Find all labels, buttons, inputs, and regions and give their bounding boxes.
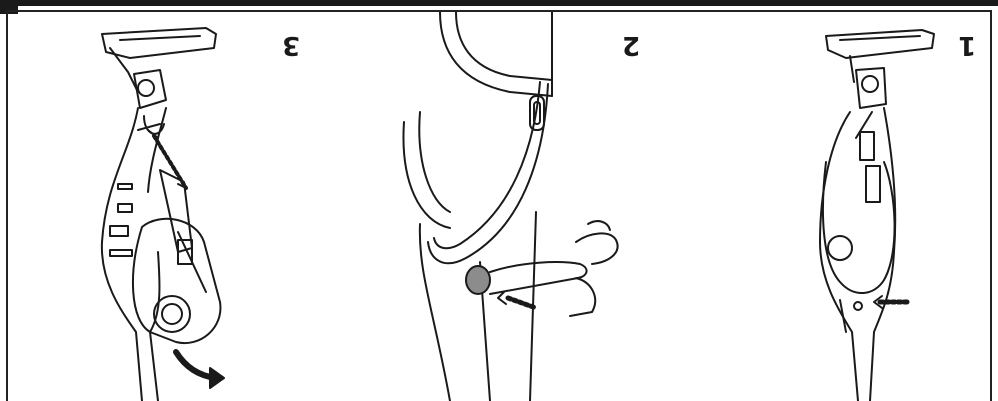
vacuum-illustration-step-1 <box>670 12 992 401</box>
step-panel-3: 3 <box>10 12 340 401</box>
vacuum-illustration-step-2 <box>340 12 670 401</box>
step-panel-2: 2 <box>340 12 670 401</box>
vacuum-illustration-step-3 <box>10 12 340 401</box>
top-rule <box>0 0 998 6</box>
step-panel-1: 1 <box>670 12 992 401</box>
